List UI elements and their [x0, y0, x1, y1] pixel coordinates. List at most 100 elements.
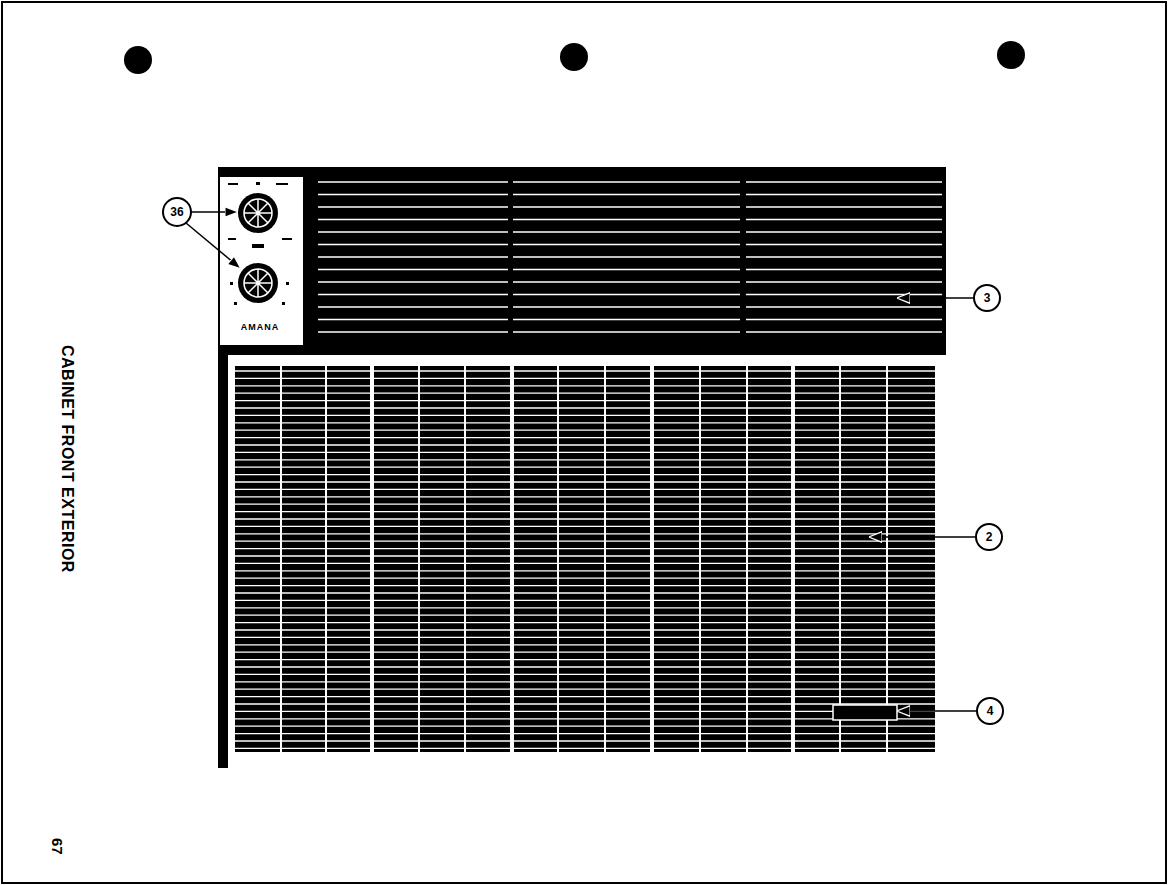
callout-number: 36 [164, 199, 190, 225]
punch-hole [560, 43, 588, 71]
grille-divider [464, 366, 466, 752]
grille-bar [235, 674, 935, 675]
louver-line [746, 294, 942, 296]
louver-line [318, 319, 508, 321]
grille-divider [557, 366, 559, 752]
grille-divider [604, 366, 606, 752]
grille-bar [235, 444, 935, 445]
grille-bars [235, 366, 935, 752]
grille-bar [235, 452, 935, 453]
grille-bar [235, 533, 935, 534]
grille-divider [325, 366, 327, 752]
louver-line [318, 281, 508, 283]
grille-bar [235, 622, 935, 623]
louver-line [746, 319, 942, 321]
louver-line [318, 219, 508, 221]
grille-bar [235, 370, 935, 371]
grille-bar [235, 578, 935, 579]
louver-line [746, 281, 942, 283]
grille-bar [235, 467, 935, 468]
grille-bar [235, 711, 935, 712]
louver-line [513, 181, 740, 183]
grille-divider [699, 366, 701, 752]
cabinet-front [218, 167, 946, 768]
louver-line [746, 231, 942, 233]
louver-line [318, 331, 508, 333]
louver-line [318, 206, 508, 208]
grille-divider [791, 366, 795, 752]
louver-line [513, 219, 740, 221]
grille-divider [886, 366, 888, 752]
brand-logo: AMANA [220, 322, 300, 332]
louver-line [513, 331, 740, 333]
grille-bar [235, 563, 935, 564]
grille-bar [235, 393, 935, 394]
grille-bar [235, 415, 935, 416]
page-title: CABINET FRONT EXTERIOR [58, 345, 76, 573]
grille-frame [228, 355, 946, 768]
grille-bar [235, 644, 935, 645]
louver-line [746, 256, 942, 258]
grille-divider [370, 366, 374, 752]
control-knob [238, 193, 278, 233]
grille-bar [235, 430, 935, 431]
grille-bar [235, 592, 935, 593]
grille-bar [235, 378, 935, 379]
name-plate [833, 705, 897, 720]
louver-line [746, 306, 942, 308]
grille-bar [235, 726, 935, 727]
grille-bar [235, 437, 935, 438]
grille-divider [280, 366, 282, 752]
louver-line [746, 181, 942, 183]
callout-number: 2 [976, 524, 1002, 550]
grille-bar [235, 733, 935, 734]
punch-hole [124, 46, 152, 74]
louver-line [746, 269, 942, 271]
grille-bar [235, 666, 935, 667]
louver-line [513, 306, 740, 308]
grille-bar [235, 652, 935, 653]
callout-number: 4 [977, 698, 1003, 724]
grille-bar [235, 696, 935, 697]
grille-bar [235, 459, 935, 460]
grille-bar [235, 489, 935, 490]
grille-divider [418, 366, 420, 752]
louver-line [746, 219, 942, 221]
grille-bar [235, 615, 935, 616]
grille [235, 366, 935, 752]
grille-bar [235, 541, 935, 542]
callout-number: 3 [974, 285, 1000, 311]
louver-line [318, 256, 508, 258]
louver-line [513, 281, 740, 283]
louver-line [513, 194, 740, 196]
louver-line [318, 244, 508, 246]
grille-bar [235, 400, 935, 401]
page-number: 67 [49, 838, 66, 855]
louver-line [513, 294, 740, 296]
louver-line [318, 181, 508, 183]
grille-bar [235, 681, 935, 682]
grille-bar [235, 385, 935, 386]
louver-line [318, 231, 508, 233]
grille-bar [235, 740, 935, 741]
grille-bar [235, 548, 935, 549]
louver-line [318, 294, 508, 296]
louver-line [513, 269, 740, 271]
grille-bar [235, 600, 935, 601]
grille-bar [235, 496, 935, 497]
grille-bar [235, 607, 935, 608]
leader-lines [186, 212, 977, 711]
grille-bar [235, 407, 935, 408]
grille-bar [235, 659, 935, 660]
louver-line [513, 231, 740, 233]
grille-divider [650, 366, 654, 752]
louver-line [513, 319, 740, 321]
punch-hole [997, 41, 1025, 69]
grille-bar [235, 585, 935, 586]
grille-bar [235, 703, 935, 704]
grille-bar [235, 526, 935, 527]
louver-line [318, 269, 508, 271]
louver-line [746, 331, 942, 333]
grille-bar [235, 518, 935, 519]
